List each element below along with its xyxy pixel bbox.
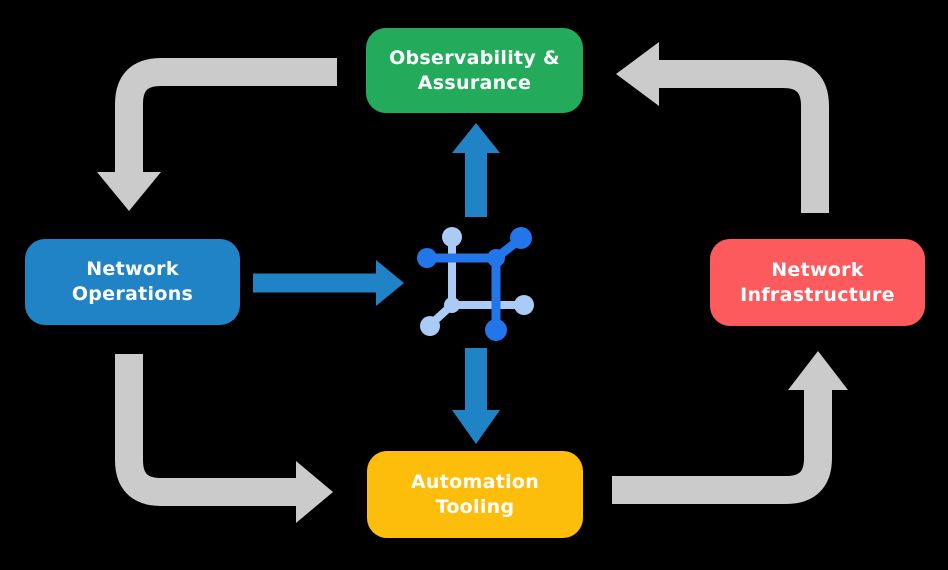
flow-arrow-operations-to-icon [253,260,404,306]
cycle-arrow-operations-to-tooling [115,354,333,523]
node-network-infrastructure: Network Infrastructure [710,239,925,326]
network-mesh-icon [417,227,534,341]
node-network-operations: Network Operations [25,239,240,325]
flow-arrow-icon-to-observability [452,123,500,217]
node-automation-tooling: Automation Tooling [367,451,583,538]
node-observability-assurance: Observability & Assurance [366,28,583,113]
flow-arrow-icon-to-tooling [452,348,500,444]
cycle-arrow-observability-to-operations [97,58,337,211]
cycle-arrow-tooling-to-infrastructure [612,351,848,504]
cycle-arrow-infrastructure-to-observability [616,42,829,213]
